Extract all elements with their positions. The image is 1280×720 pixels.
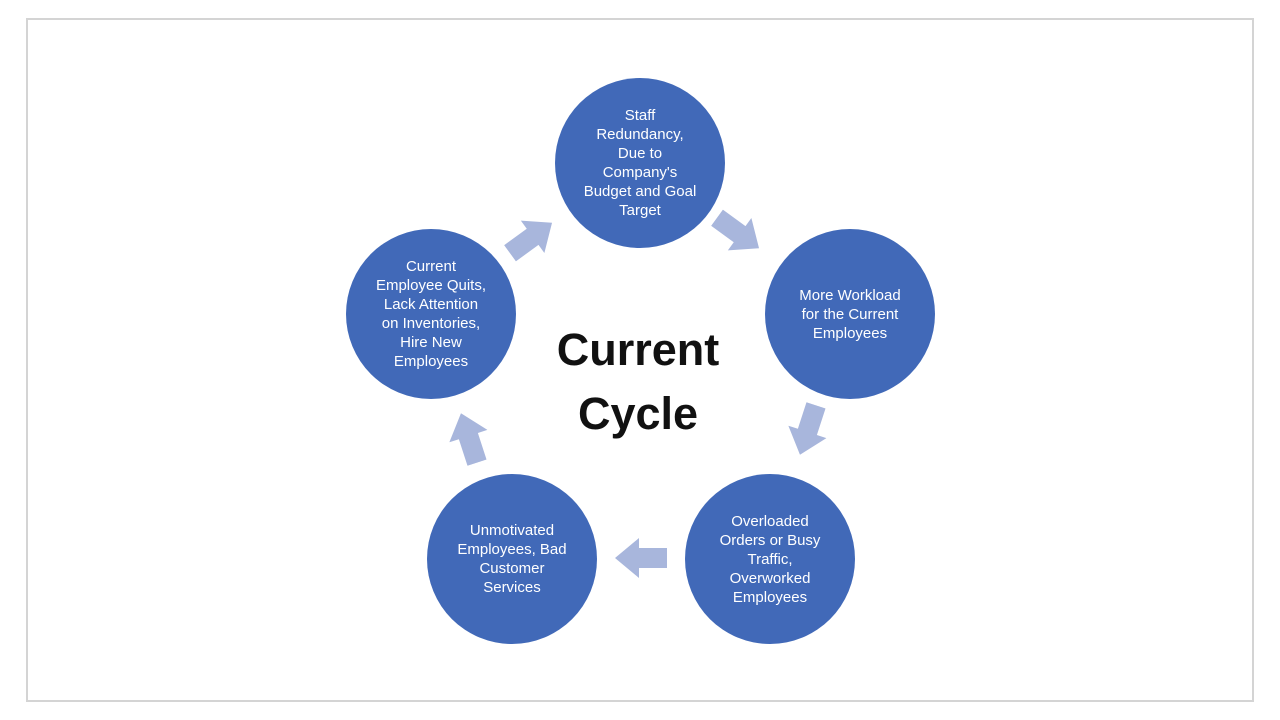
cycle-node-more-workload: More Workload for the Current Employees [765, 229, 935, 399]
node-label: More Workload for the Current Employees [799, 286, 901, 342]
cycle-node-staff-redundancy: Staff Redundancy, Due to Company's Budge… [555, 78, 725, 248]
arrow-icon [788, 402, 827, 455]
cycle-node-overloaded-orders: Overloaded Orders or Busy Traffic, Overw… [685, 474, 855, 644]
node-label: Unmotivated Employees, Bad Customer Serv… [457, 522, 567, 596]
arrow-icon [504, 220, 553, 262]
arrow-icon [711, 209, 760, 251]
cycle-node-unmotivated-employees: Unmotivated Employees, Bad Customer Serv… [427, 474, 597, 644]
arrow-icon [449, 413, 488, 466]
cycle-node-employee-quits: Current Employee Quits, Lack Attention o… [346, 229, 516, 399]
node-label: Staff Redundancy, Due to Company's Budge… [583, 107, 697, 219]
node-label: Overloaded Orders or Busy Traffic, Overw… [719, 512, 821, 606]
arrow-icon [615, 538, 667, 578]
node-label: Current Employee Quits, Lack Attention o… [375, 258, 487, 370]
diagram-title: Current Cycle [556, 324, 720, 439]
